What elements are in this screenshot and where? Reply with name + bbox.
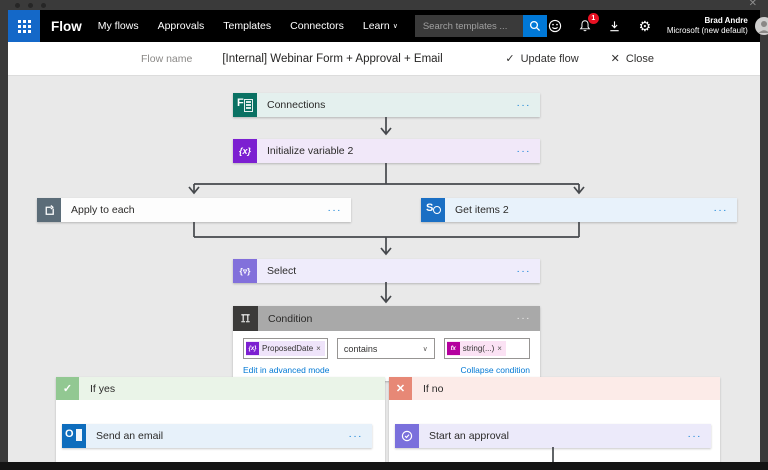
if-yes-body: O Send an email ··· [56, 400, 385, 462]
node-title: Connections [267, 99, 326, 111]
condition-body: {x} ProposedDate × contains ∨ fx [233, 331, 540, 381]
check-icon: ✓ [56, 377, 79, 400]
app-launcher-waffle-icon[interactable] [8, 10, 40, 42]
node-send-an-email[interactable]: O Send an email ··· [62, 424, 372, 448]
node-title: Condition [268, 312, 313, 325]
download-icon[interactable] [607, 18, 623, 34]
avatar[interactable] [754, 17, 768, 35]
variable-chip-icon: {x} [246, 342, 259, 355]
more-menu-icon[interactable]: ··· [687, 430, 702, 442]
collapse-condition-link[interactable]: Collapse condition [460, 365, 530, 375]
condition-operator-dropdown[interactable]: contains ∨ [336, 338, 435, 359]
node-connections[interactable]: F Connections ··· [233, 93, 540, 117]
template-search [414, 15, 547, 37]
approvals-icon [395, 424, 419, 448]
more-menu-icon[interactable]: ··· [516, 313, 531, 324]
search-button[interactable] [522, 15, 547, 37]
person-icon [758, 21, 768, 33]
if-no-body: Start an approval ··· [389, 400, 720, 462]
cross-icon: ✕ [389, 377, 412, 400]
nav-my-flows[interactable]: My flows [97, 20, 139, 32]
node-get-items[interactable]: S Get items 2 ··· [421, 198, 737, 222]
select-data-operation-icon: {▿} [233, 259, 257, 283]
more-menu-icon[interactable]: ··· [348, 430, 363, 442]
dynamic-content-chip[interactable]: {x} ProposedDate × [246, 341, 325, 356]
user-name: Brad Andre [704, 15, 748, 25]
window-close-icon[interactable]: ✕ [748, 0, 757, 9]
flow-name-bar: Flow name [Internal] Webinar Form + Appr… [8, 42, 760, 76]
nav-templates[interactable]: Templates [223, 20, 272, 32]
notifications-bell-icon[interactable]: 1 [577, 13, 599, 34]
expression-chip[interactable]: fx string(...) × [446, 341, 506, 356]
node-title: Send an email [96, 430, 164, 442]
outlook-icon: O [62, 424, 86, 448]
forms-connector-icon: F [233, 93, 257, 117]
app-window: Flow My flows Approvals Templates Connec… [8, 10, 768, 462]
nav-learn-label: Learn [362, 20, 390, 32]
remove-chip-icon[interactable]: × [316, 344, 321, 353]
notification-badge: 1 [587, 13, 599, 24]
flow-title[interactable]: [Internal] Webinar Form + Approval + Ema… [222, 52, 443, 65]
condition-right-operand-field[interactable]: fx string(...) × [443, 338, 530, 359]
update-flow-button[interactable]: ✓ Update flow [505, 52, 579, 66]
node-start-an-approval[interactable]: Start an approval ··· [395, 424, 711, 448]
nav-approvals[interactable]: Approvals [157, 20, 205, 32]
window-control-dots[interactable] [15, 3, 46, 8]
more-menu-icon[interactable]: ··· [516, 99, 531, 111]
node-title: Select [267, 265, 297, 277]
node-condition[interactable]: Condition ··· {x} ProposedDate × [233, 306, 540, 381]
variable-icon: {x} [233, 139, 257, 163]
node-title: Start an approval [429, 430, 509, 442]
more-menu-icon[interactable]: ··· [713, 204, 728, 216]
branch-if-no: ✕ If no Start an approval ··· [389, 377, 720, 462]
window-bottom-edge [0, 462, 768, 470]
node-initialize-variable[interactable]: {x} Initialize variable 2 ··· [233, 139, 540, 163]
brand-title: Flow [51, 18, 82, 34]
nav-connectors[interactable]: Connectors [290, 20, 344, 32]
search-icon [529, 20, 540, 32]
sharepoint-icon: S [421, 198, 445, 222]
node-apply-to-each[interactable]: Apply to each ··· [37, 198, 351, 222]
node-select[interactable]: {▿} Select ··· [233, 259, 540, 283]
node-title: Apply to each [71, 204, 135, 216]
more-menu-icon[interactable]: ··· [327, 204, 342, 216]
topbar-icon-group: 1 ⚙ [547, 13, 653, 34]
user-org: Microsoft (new default) [666, 26, 748, 35]
fx-chip-icon: fx [446, 342, 460, 355]
branch-if-yes: ✓ If yes O Send an email ··· [56, 377, 385, 462]
close-icon: ✕ [610, 53, 620, 65]
if-no-header[interactable]: ✕ If no [389, 377, 720, 400]
node-title: Initialize variable 2 [267, 145, 354, 157]
branch-title: If no [423, 382, 444, 395]
flow-designer-canvas: F Connections ··· {x} Initialize variabl… [8, 76, 760, 462]
primary-nav: My flows Approvals Templates Connectors … [98, 20, 398, 32]
nav-learn-menu[interactable]: Learn ∨ [363, 20, 398, 32]
chevron-down-icon: ∨ [422, 345, 428, 353]
condition-branch-icon [233, 306, 258, 331]
condition-header[interactable]: Condition ··· [233, 306, 540, 331]
more-menu-icon[interactable]: ··· [516, 265, 531, 277]
check-icon: ✓ [505, 53, 515, 65]
node-title: Get items 2 [455, 204, 509, 216]
branch-title: If yes [90, 382, 116, 395]
search-input[interactable] [414, 15, 523, 37]
chevron-down-icon: ∨ [392, 22, 398, 30]
flowbar-actions: ✓ Update flow ✕ Close [505, 52, 654, 66]
flow-name-label: Flow name [141, 52, 193, 65]
edit-advanced-mode-link[interactable]: Edit in advanced mode [243, 365, 330, 375]
more-menu-icon[interactable]: ··· [516, 145, 531, 157]
feedback-smiley-icon[interactable] [547, 18, 563, 34]
top-nav-bar: Flow My flows Approvals Templates Connec… [8, 10, 768, 42]
close-button[interactable]: ✕ Close [610, 52, 654, 66]
condition-left-operand-field[interactable]: {x} ProposedDate × [243, 338, 328, 359]
if-yes-header[interactable]: ✓ If yes [56, 377, 385, 400]
settings-gear-icon[interactable]: ⚙ [638, 18, 652, 34]
remove-chip-icon[interactable]: × [497, 344, 502, 353]
account-info[interactable]: Brad Andre Microsoft (new default) [667, 16, 748, 37]
apply-to-each-loop-icon [37, 198, 61, 222]
